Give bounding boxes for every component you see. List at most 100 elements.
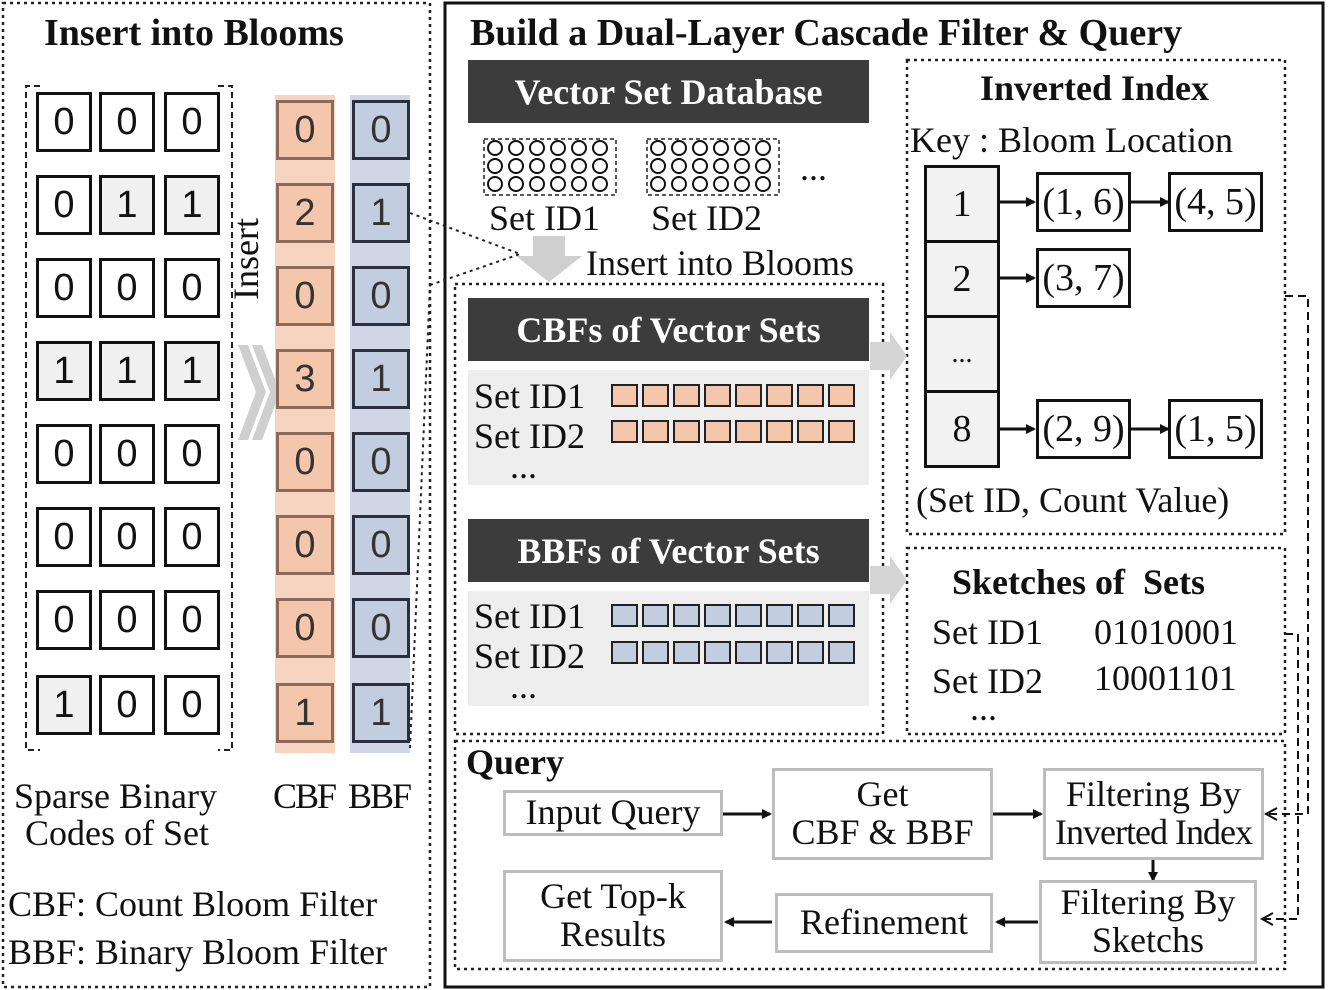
vector-dot <box>650 158 666 174</box>
index-key-1: 1 <box>924 165 1000 243</box>
right-panel-border <box>443 1 1325 989</box>
matrix-cell: 0 <box>36 507 92 567</box>
blooms-box-border <box>453 282 885 736</box>
vector-dot <box>755 140 771 156</box>
vector-dot <box>529 176 545 192</box>
matrix-bracket-left <box>25 85 40 751</box>
bbf-cell: 0 <box>352 266 410 326</box>
bloom-bit-square <box>704 420 731 443</box>
cbfs-set2: Set ID2 <box>474 416 585 456</box>
matrix-cell: 0 <box>99 675 155 735</box>
matrix-cell: 0 <box>164 92 220 152</box>
bloom-bit-square <box>735 420 762 443</box>
vector-dot <box>755 176 771 192</box>
left-panel-border <box>1 1 432 989</box>
vector-set-1-frame <box>483 138 617 196</box>
cbf-cell: 2 <box>276 183 334 243</box>
dashed-connector-index <box>1266 295 1309 814</box>
get-cbf-bbf-line1: Get <box>856 774 909 815</box>
get-cbf-bbf-box: Get CBF & BBF <box>772 768 993 860</box>
filter-inverted-line2: Inverted Index <box>1055 812 1253 852</box>
matrix-cell: 0 <box>36 590 92 650</box>
vector-dot <box>487 176 503 192</box>
vector-dot <box>508 158 524 174</box>
vector-set-2-frame <box>646 138 780 196</box>
vector-dot <box>592 158 608 174</box>
bloom-bit-square <box>673 384 700 407</box>
vector-dot <box>692 176 708 192</box>
bloom-bit-square <box>766 420 793 443</box>
inverted-index-title: Inverted Index <box>980 68 1210 108</box>
vector-dot <box>671 140 687 156</box>
index-key-ellipsis: ... <box>924 315 1000 393</box>
sparse-label-line2: Codes of Set <box>25 813 209 853</box>
matrix-cell: 0 <box>36 424 92 484</box>
matrix-cell: 0 <box>164 675 220 735</box>
matrix-cell: 0 <box>164 590 220 650</box>
pair-key8-b: (1, 5) <box>1168 399 1263 459</box>
inverted-index-box-border <box>905 58 1287 536</box>
vector-dot <box>571 158 587 174</box>
bloom-bit-square <box>766 604 793 627</box>
matrix-bracket-right <box>218 85 233 751</box>
topk-results-box: Get Top-k Results <box>503 870 723 962</box>
bloom-bit-square <box>735 641 762 664</box>
vector-dot <box>529 140 545 156</box>
bbf-cell: 1 <box>352 683 410 743</box>
zoom-line-top <box>409 212 521 255</box>
bloom-bit-square <box>766 641 793 664</box>
bbfs-header: BBFs of Vector Sets <box>468 519 869 582</box>
cbf-cell: 0 <box>276 266 334 326</box>
matrix-cell: 1 <box>164 341 220 401</box>
vector-db-set1: Set ID1 <box>489 198 600 238</box>
bloom-bit-square <box>611 641 638 664</box>
vector-set-2-icon <box>650 140 771 192</box>
bbf-cell: 0 <box>352 515 410 575</box>
bloom-bit-square <box>642 420 669 443</box>
cbf-cell: 1 <box>276 683 334 743</box>
cbf-label: CBF <box>273 776 337 816</box>
sketch-row1-id: Set ID1 <box>932 612 1043 652</box>
vector-dot <box>713 176 729 192</box>
vector-dot <box>734 140 750 156</box>
vector-dot <box>734 176 750 192</box>
bloom-bit-square <box>735 604 762 627</box>
bbf-cell: 0 <box>352 432 410 492</box>
down-arrow-icon <box>516 236 582 282</box>
right-arrow-icon-bbf <box>870 556 907 604</box>
zoom-line-mid <box>429 253 521 286</box>
matrix-cell: 0 <box>36 92 92 152</box>
vector-dot <box>487 158 503 174</box>
cbf-cell: 0 <box>276 515 334 575</box>
filter-sketch-line2: Sketchs <box>1092 920 1204 960</box>
bloom-bit-square <box>704 384 731 407</box>
bloom-bit-square <box>673 641 700 664</box>
bloom-bit-square <box>797 420 824 443</box>
bbfs-ellipsis: ... <box>510 666 537 706</box>
bloom-bit-square <box>828 641 855 664</box>
matrix-cell: 1 <box>36 675 92 735</box>
bloom-bit-square <box>797 604 824 627</box>
matrix-cell: 1 <box>99 175 155 235</box>
sketch-row2-value: 10001101 <box>1094 658 1237 698</box>
bloom-bit-square <box>642 641 669 664</box>
vector-db-set2: Set ID2 <box>651 198 762 238</box>
vector-dot <box>550 158 566 174</box>
get-cbf-bbf-line2: CBF & BBF <box>791 812 974 852</box>
vector-dot <box>487 140 503 156</box>
vector-dot <box>713 140 729 156</box>
filter-inverted-line1: Filtering By <box>1065 774 1241 815</box>
legend-bbf: BBF: Binary Bloom Filter <box>8 932 388 972</box>
cbf-cell: 0 <box>276 100 334 160</box>
matrix-cell: 0 <box>164 507 220 567</box>
cbfs-header: CBFs of Vector Sets <box>468 298 869 361</box>
matrix-cell: 1 <box>164 175 220 235</box>
filter-sketch-line1: Filtering By <box>1060 882 1236 923</box>
matrix-cell: 0 <box>36 258 92 318</box>
matrix-cell: 0 <box>164 424 220 484</box>
vector-dot <box>713 158 729 174</box>
bbf-cell: 0 <box>352 598 410 658</box>
inverted-index-subtitle: Key : Bloom Location <box>910 120 1233 160</box>
bloom-bit-square <box>797 384 824 407</box>
pair-key1-b: (4, 5) <box>1168 172 1263 232</box>
